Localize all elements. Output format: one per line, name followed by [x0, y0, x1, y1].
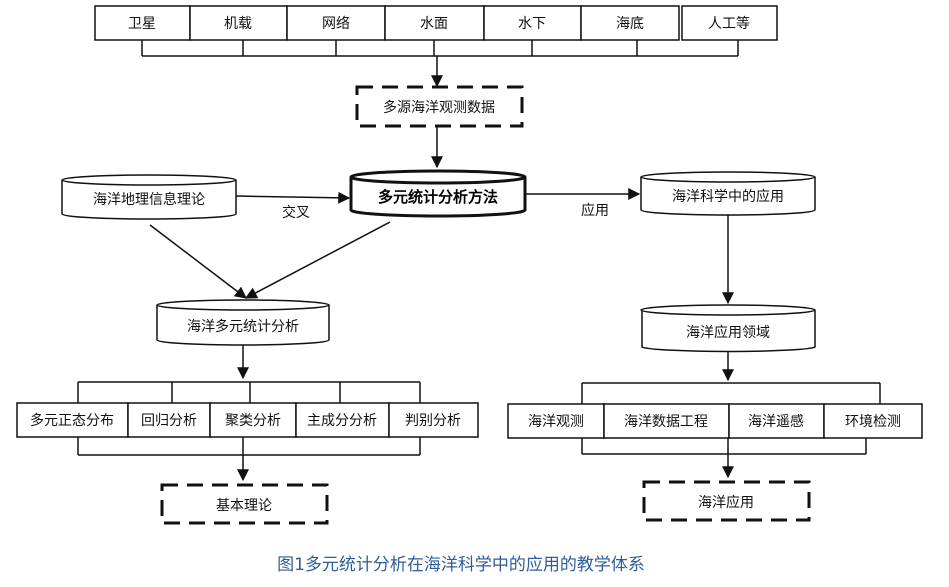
domains-bracket-top [581, 382, 881, 404]
source-box-seabed [580, 5, 680, 41]
source-label: 网络 [322, 16, 350, 32]
arrow-cross [235, 191, 351, 204]
source-box-manual [681, 5, 778, 41]
source-box-satellite [94, 5, 191, 41]
source-label: 水面 [420, 16, 448, 32]
method-item-label: 多元正态分布 [30, 412, 114, 429]
domain-item-label: 海洋观测 [528, 414, 584, 430]
method-label: 多元统计分析方法 [378, 188, 498, 206]
ocean-application-cylinder: 海洋科学中的应用 [640, 171, 816, 216]
source-box-airborne [189, 5, 288, 41]
ocean-multivariate-cylinder: 海洋多元统计分析 [156, 299, 330, 346]
application-domains-row: 海洋观测 海洋数据工程 海洋遥感 环境检测 [507, 403, 923, 439]
source-label: 人工等 [708, 15, 750, 32]
application-field-cylinder: 海洋应用领域 [640, 304, 816, 353]
basic-theory-label: 基本理论 [216, 497, 272, 514]
domain-box-observation [507, 403, 605, 439]
ocean-app-label: 海洋应用 [698, 494, 754, 511]
gis-theory-cylinder: 海洋地理信息理论 [61, 174, 237, 220]
method-box-cluster [209, 402, 297, 438]
arrow-gis-to-multivariate [149, 224, 247, 299]
method-item-label: 主成分分析 [307, 413, 377, 429]
arrow-method-to-multivariate [244, 221, 391, 299]
method-item-label: 回归分析 [141, 412, 197, 429]
domain-box-environment [823, 403, 923, 439]
domain-box-remote-sensing [728, 403, 825, 439]
analysis-methods-row: 多元正态分布 回归分析 聚类分析 主成分分析 判别分析 [16, 402, 479, 438]
ocean-app-box [642, 480, 811, 522]
multi-source-data-box [355, 85, 524, 128]
method-box-discriminant [388, 402, 479, 438]
source-row: 卫星 机载 网络 水面 水下 海底 人工等 [94, 5, 778, 41]
basic-theory-box [160, 483, 329, 525]
method-cylinder: 多元统计分析方法 [349, 169, 527, 218]
gis-theory-label: 海洋地理信息理论 [93, 191, 205, 208]
source-label: 卫星 [128, 16, 156, 32]
apply-label: 应用 [581, 202, 609, 219]
source-label: 海底 [616, 16, 644, 32]
method-box-regression [127, 402, 211, 438]
analysis-methods-bracket-bottom [77, 437, 421, 482]
analysis-methods-bracket-top [77, 381, 421, 403]
source-label: 水下 [518, 16, 546, 32]
figure-caption: 图1多元统计分析在海洋科学中的应用的教学体系 [277, 555, 645, 575]
cross-label: 交叉 [282, 204, 310, 221]
domain-item-label: 海洋遥感 [748, 413, 804, 430]
method-box-normal [16, 402, 129, 438]
method-item-label: 判别分析 [405, 413, 461, 429]
method-item-label: 聚类分析 [225, 413, 281, 429]
source-label: 机载 [224, 16, 252, 32]
source-bracket [141, 40, 739, 88]
application-field-label: 海洋应用领域 [686, 324, 770, 341]
ocean-application-label: 海洋科学中的应用 [672, 188, 784, 205]
domains-bracket-bottom [581, 438, 867, 479]
ocean-multivariate-label: 海洋多元统计分析 [187, 318, 299, 335]
multi-source-data-label: 多源海洋观测数据 [383, 99, 495, 116]
domain-item-label: 海洋数据工程 [624, 414, 708, 430]
domain-item-label: 环境检测 [845, 414, 901, 430]
